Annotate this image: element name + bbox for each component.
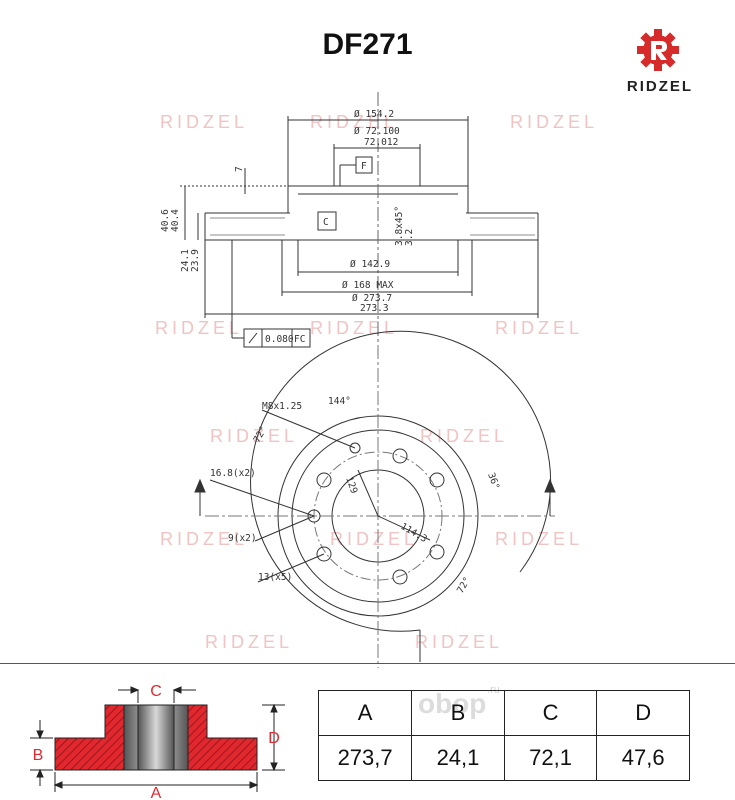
header-c: C: [503, 690, 598, 736]
brand-name: RIDZEL: [626, 78, 694, 95]
dim-168: Ø 168 MAX: [342, 280, 394, 291]
angle-72b: 72°: [455, 575, 473, 595]
key-label-b: B: [33, 747, 44, 764]
watermark-4: RIDZEL: [155, 318, 243, 338]
watermark-7: RIDZEL: [210, 426, 298, 446]
watermark-8: RIDZEL: [420, 426, 508, 446]
datum-f: F: [361, 161, 367, 172]
dim-2737: Ø 273.7: [352, 293, 392, 304]
chamfer-1: 3.8x45°: [394, 206, 405, 246]
hole-13: 13(x5): [258, 572, 292, 583]
table-value-row: 273,7 24,1 72,1 47,6: [317, 735, 690, 781]
watermark-6: RIDZEL: [495, 318, 583, 338]
dim-1429: Ø 142.9: [350, 259, 390, 270]
header-a: A: [317, 690, 413, 736]
dim-406: 40.6: [160, 209, 171, 232]
value-a: 273,7: [317, 735, 413, 781]
watermark-3: RIDZEL: [510, 112, 598, 132]
dim-154: Ø 154.2: [354, 109, 394, 120]
part-number-title: DF271: [322, 28, 413, 61]
dim-404: 40.4: [170, 209, 181, 232]
tolerance-ref: FC: [294, 334, 305, 345]
dim-7: 7: [234, 166, 245, 172]
dimension-key-diagram: C A B D: [30, 683, 285, 800]
watermark-13: RIDZEL: [415, 632, 503, 652]
watermark-10: RIDZEL: [330, 529, 418, 549]
header-d: D: [596, 690, 690, 736]
watermark-9: RIDZEL: [160, 529, 248, 549]
dim-72b: 72.012: [364, 137, 398, 148]
dimensions-table: A B C D 273,7 24,1 72,1 47,6: [317, 690, 690, 781]
hole-9: 9(x2): [228, 533, 257, 544]
pcd-129: 129: [343, 475, 359, 495]
section-labels: Ø 154.2 Ø 72.100 72.012 F C Ø 142.9 Ø 16…: [160, 109, 415, 345]
watermark-1: RIDZEL: [160, 112, 248, 132]
thread-label: M8x1.25: [262, 401, 302, 412]
watermark-12: RIDZEL: [205, 632, 293, 652]
watermark-11: RIDZEL: [495, 529, 583, 549]
dim-2733: 273.3: [360, 303, 389, 314]
value-c: 72,1: [503, 735, 598, 781]
value-d: 47,6: [596, 735, 690, 781]
section-view: [180, 92, 539, 348]
value-b: 24,1: [411, 735, 505, 781]
header-b: B: [411, 690, 505, 736]
tolerance-value: 0.080: [265, 334, 294, 345]
key-label-d: D: [268, 730, 280, 747]
angle-36: 36°: [485, 471, 501, 491]
dim-72a: Ø 72.100: [354, 126, 400, 137]
chamfer-2: 3.2: [404, 229, 415, 246]
face-view: [194, 330, 556, 668]
key-label-a: A: [151, 785, 162, 800]
datum-c: C: [323, 217, 329, 228]
section-divider: [0, 663, 735, 664]
ridzel-logo-icon: [637, 29, 679, 71]
dim-239: 23.9: [190, 249, 201, 272]
table-header-row: A B C D: [317, 690, 690, 736]
watermark-group: RIDZEL RIDZEL RIDZEL RIDZEL RIDZEL RIDZE…: [155, 112, 598, 652]
angle-144: 144°: [328, 396, 351, 407]
dim-241: 24.1: [180, 249, 191, 272]
hole-168: 16.8(x2): [210, 468, 256, 479]
watermark-5: RIDZEL: [310, 318, 398, 338]
key-label-c: C: [150, 683, 162, 700]
watermark-2: RIDZEL: [310, 112, 398, 132]
